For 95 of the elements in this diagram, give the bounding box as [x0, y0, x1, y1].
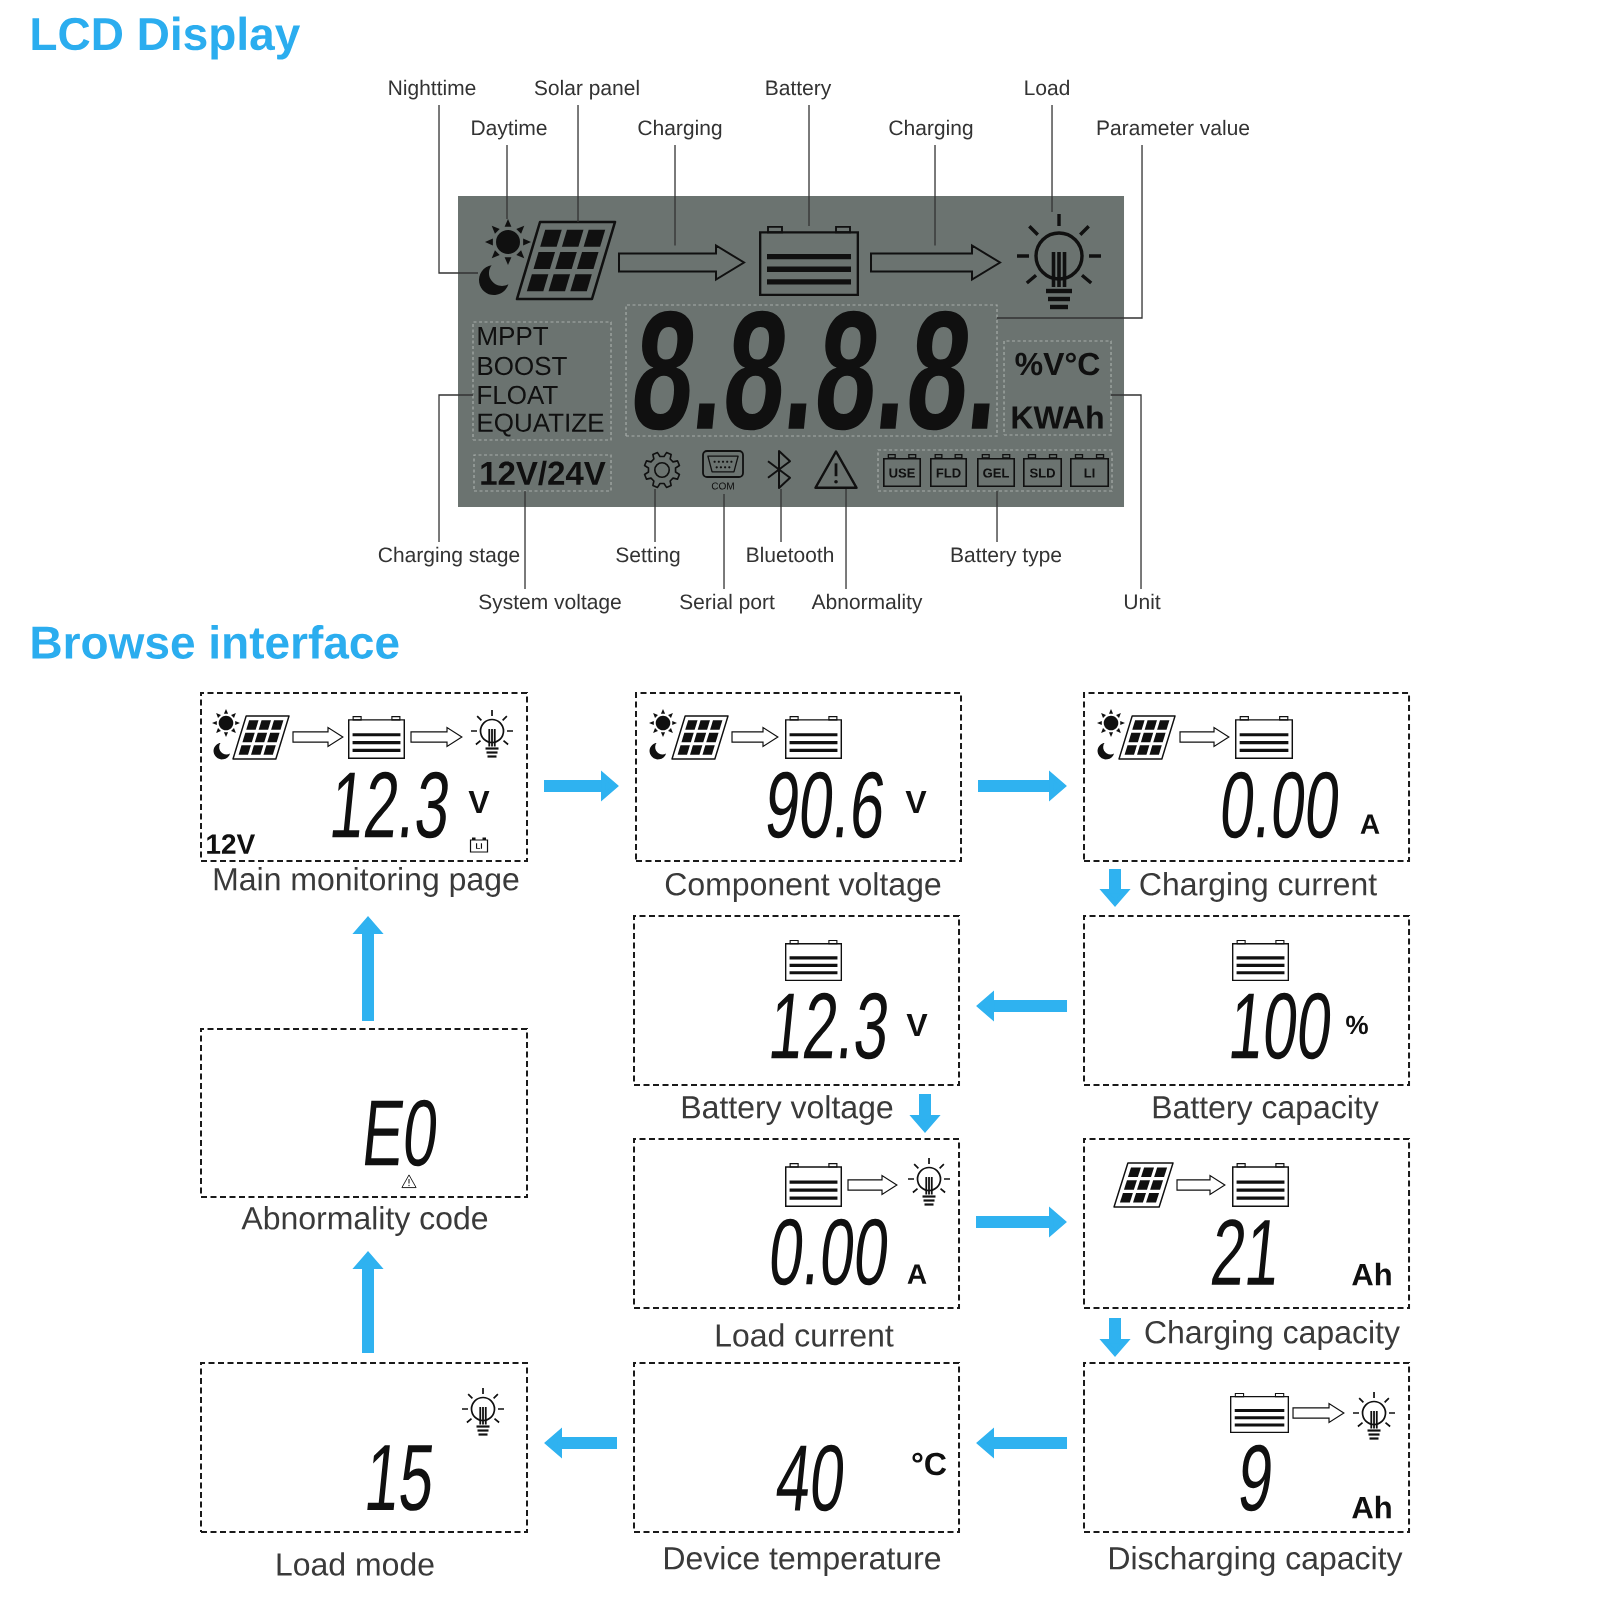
callout-label: Abnormality: [811, 593, 923, 614]
voltage-label: 12V: [207, 834, 256, 854]
callout-label: Load: [1025, 79, 1069, 96]
leader-line: [438, 104, 479, 274]
leader-line: [934, 144, 936, 247]
panel-label: Main monitoring page: [214, 867, 519, 897]
leader-line: [674, 144, 676, 247]
lcd-screen: [458, 196, 1124, 507]
leader-line: [438, 394, 474, 543]
unit-label: Ah: [1352, 1262, 1391, 1286]
value-readout: 100: [1231, 992, 1331, 1060]
leader-line: [654, 488, 656, 543]
callout-label: Daytime: [472, 119, 547, 140]
panel-label: Component voltage: [665, 872, 941, 902]
moon-icon: [479, 265, 509, 295]
battery-label: USE: [883, 453, 921, 487]
voltage-indicator: 12V/24V: [473, 454, 612, 492]
value-readout: 21: [1211, 1219, 1275, 1285]
leader-line: [845, 488, 847, 590]
leader-line: [1051, 104, 1053, 213]
unit-label: A: [1360, 814, 1380, 834]
value-readout: 0.00: [771, 1218, 888, 1286]
panel-label: Battery capacity: [1153, 1095, 1379, 1125]
value-readout: 40: [776, 1444, 844, 1512]
battery-icon: [759, 226, 859, 296]
warning-icon: [814, 450, 858, 489]
heading: LCD Display: [32, 16, 301, 60]
solar-panel-icon: [515, 220, 617, 301]
callout-label: Nighttime: [389, 79, 476, 100]
unit-label: %: [1346, 1015, 1368, 1035]
callout-label: Battery type: [951, 547, 1062, 567]
value-readout: 15: [367, 1445, 433, 1511]
battery-label: LI: [469, 837, 489, 853]
unit-label: V: [468, 791, 490, 813]
indicator-box: [1003, 340, 1112, 436]
value-readout: 12.3: [771, 992, 887, 1060]
callout-label: Charging: [889, 119, 973, 140]
callout-label: Serial port: [680, 593, 775, 614]
panel-label: Discharging capacity: [1110, 1546, 1403, 1576]
bulb-icon: [1015, 212, 1103, 310]
unit-label: V: [905, 791, 927, 813]
panel-label: Load mode: [277, 1552, 434, 1576]
leader-line: [577, 104, 579, 223]
battery-label: LI: [1070, 453, 1109, 487]
callout-label: Solar panel: [534, 79, 639, 100]
stage-label: EQUATIZE: [478, 413, 604, 437]
indicator-box: [877, 449, 1113, 492]
panel-label: Abnormality code: [241, 1206, 488, 1236]
callout-label: Battery: [766, 80, 832, 100]
callout-label: System voltage: [479, 593, 621, 614]
indicator-box: [472, 321, 612, 441]
leader-line: [808, 104, 810, 227]
leader-line: [723, 493, 725, 590]
unit-label: °C: [912, 1452, 947, 1476]
value-readout: E0: [364, 1099, 437, 1167]
battery-label: FLD: [930, 453, 967, 487]
value-readout: 0.00: [1222, 771, 1339, 839]
panel-label: Device temperature: [665, 1546, 941, 1576]
port-label: COM: [711, 482, 734, 490]
leader-line: [506, 144, 508, 220]
leader-line: [1110, 394, 1142, 590]
battery-label: GEL: [977, 453, 1015, 487]
stage-label: FLOAT: [478, 385, 558, 405]
sun-icon: [485, 219, 531, 265]
leader-line: [996, 490, 998, 543]
panel-label: Battery voltage: [682, 1095, 893, 1125]
leader-line: [996, 144, 1143, 319]
leader-line: [524, 490, 526, 590]
leader-line: [780, 488, 782, 543]
digit-display: 8.8.8.8.: [625, 304, 998, 437]
callout-label: Setting: [616, 546, 680, 567]
unit-label: Ah: [1352, 1495, 1391, 1519]
stage-label: MPPT: [478, 327, 548, 345]
panel-label: Load current: [716, 1323, 894, 1347]
panel-label: Charging current: [1140, 872, 1377, 902]
heading: Browse interface: [32, 625, 399, 659]
value-readout: 90.6: [767, 771, 883, 839]
callout-label: Parameter value: [1097, 119, 1250, 136]
value-readout: 12.3: [332, 771, 448, 839]
unit-label: V: [906, 1014, 928, 1036]
gear-icon: [643, 451, 681, 489]
callout-label: Charging stage: [378, 546, 520, 567]
unit-label: KWAh: [1012, 405, 1103, 429]
callout-label: Unit: [1125, 593, 1161, 610]
callout-label: Bluetooth: [747, 546, 833, 563]
bluetooth-icon: [767, 450, 791, 489]
unit-label: A: [907, 1264, 927, 1284]
flow-arrow: [870, 243, 1002, 282]
unit-label: %V°C: [1015, 352, 1100, 376]
flow-arrow: [618, 243, 746, 282]
value-readout: 9: [1240, 1444, 1271, 1512]
stage-label: BOOST: [478, 356, 567, 376]
battery-label: SLD: [1023, 453, 1062, 487]
panel-label: Charging capacity: [1145, 1320, 1400, 1350]
callout-label: Charging: [638, 119, 722, 140]
